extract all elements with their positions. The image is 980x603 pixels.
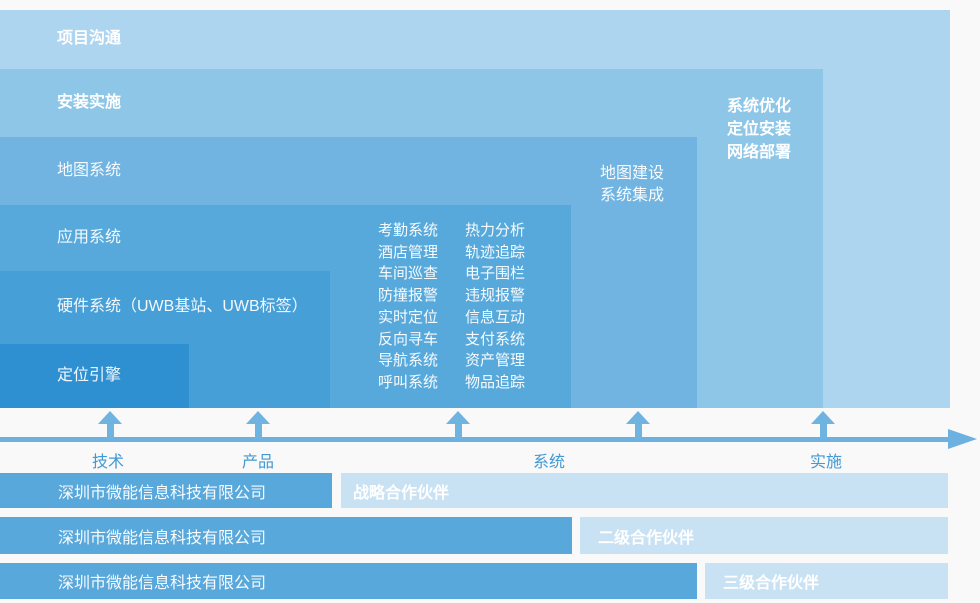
up-arrow-icon xyxy=(246,411,270,439)
company-bar: 深圳市微能信息科技有限公司 xyxy=(0,473,332,508)
feature-item: 酒店管理 xyxy=(378,243,439,261)
up-arrow-head xyxy=(626,411,650,424)
layer-positioning-engine: 定位引擎 xyxy=(0,344,189,408)
feature-item: 物品追踪 xyxy=(465,373,526,391)
layer-installation-label: 安装实施 xyxy=(57,94,122,111)
axis-label-product: 产品 xyxy=(241,454,275,471)
up-arrow-stem xyxy=(106,424,114,439)
feature-item: 支付系统 xyxy=(465,330,526,348)
feature-item: 呼叫系统 xyxy=(378,373,439,391)
feature-item: 热力分析 xyxy=(465,222,526,239)
layer-application-system-label: 应用系统 xyxy=(57,229,122,246)
up-arrow-icon xyxy=(811,411,835,439)
up-arrow-head xyxy=(446,411,470,424)
up-arrow-stem xyxy=(634,424,642,439)
axis-label-implementation: 实施 xyxy=(809,454,843,471)
feature-list-column-1: 考勤系统 酒店管理 车间巡查 防撞报警 实时定位 反向寻车 导航系统 呼叫系统 xyxy=(378,220,438,394)
install-column-line: 定位安装 xyxy=(727,121,792,138)
axis-line xyxy=(0,437,948,442)
up-arrow-stem xyxy=(819,424,827,439)
map-column-text: 地图建设 系统集成 xyxy=(600,163,664,207)
feature-item: 车间巡查 xyxy=(378,265,439,283)
feature-item: 电子围栏 xyxy=(465,265,526,283)
partner-level-label: 二级合作伙伴 xyxy=(598,529,695,547)
up-arrow-icon xyxy=(626,411,650,439)
company-name: 深圳市微能信息科技有限公司 xyxy=(58,529,267,547)
up-arrow-icon xyxy=(446,411,470,439)
axis-label-technology: 技术 xyxy=(91,454,125,471)
feature-item: 防撞报警 xyxy=(378,287,439,305)
layer-hardware-system-label: 硬件系统（UWB基站、UWB标签） xyxy=(57,298,308,315)
feature-item: 资产管理 xyxy=(465,352,526,370)
feature-item: 考勤系统 xyxy=(378,222,439,239)
feature-item: 违规报警 xyxy=(465,287,526,305)
partner-level-bar: 战略合作伙伴 xyxy=(341,473,948,508)
map-column-line: 地图建设 xyxy=(600,165,665,182)
feature-item: 实时定位 xyxy=(378,308,439,326)
partner-level-bar: 二级合作伙伴 xyxy=(580,517,948,554)
layer-map-system-label: 地图系统 xyxy=(57,162,122,179)
feature-list-column-2: 热力分析 轨迹追踪 电子围栏 违规报警 信息互动 支付系统 资产管理 物品追踪 xyxy=(465,220,525,394)
right-arrow-icon xyxy=(948,429,977,449)
company-name: 深圳市微能信息科技有限公司 xyxy=(58,484,267,502)
feature-item: 轨迹追踪 xyxy=(465,243,526,261)
layer-positioning-engine-label: 定位引擎 xyxy=(57,367,122,384)
layer-project-communication-label: 项目沟通 xyxy=(57,30,122,47)
partner-level-bar: 三级合作伙伴 xyxy=(705,563,948,599)
company-bar: 深圳市微能信息科技有限公司 xyxy=(0,563,697,599)
company-name: 深圳市微能信息科技有限公司 xyxy=(58,575,267,592)
feature-item: 信息互动 xyxy=(465,308,526,326)
map-column-line: 系统集成 xyxy=(600,187,665,204)
up-arrow-stem xyxy=(254,424,262,439)
up-arrow-head xyxy=(98,411,122,424)
feature-item: 反向寻车 xyxy=(378,330,439,348)
up-arrow-stem xyxy=(454,424,462,439)
axis-label-system: 系统 xyxy=(532,454,566,471)
install-column-line: 网络部署 xyxy=(727,144,792,161)
partner-level-label: 三级合作伙伴 xyxy=(723,575,820,592)
up-arrow-head xyxy=(246,411,270,424)
install-column-line: 系统优化 xyxy=(727,98,792,115)
up-arrow-head xyxy=(811,411,835,424)
install-column-text: 系统优化 定位安装 网络部署 xyxy=(727,95,791,164)
up-arrow-icon xyxy=(98,411,122,439)
partner-level-label: 战略合作伙伴 xyxy=(353,484,450,502)
feature-item: 导航系统 xyxy=(378,352,439,370)
company-bar: 深圳市微能信息科技有限公司 xyxy=(0,517,572,554)
